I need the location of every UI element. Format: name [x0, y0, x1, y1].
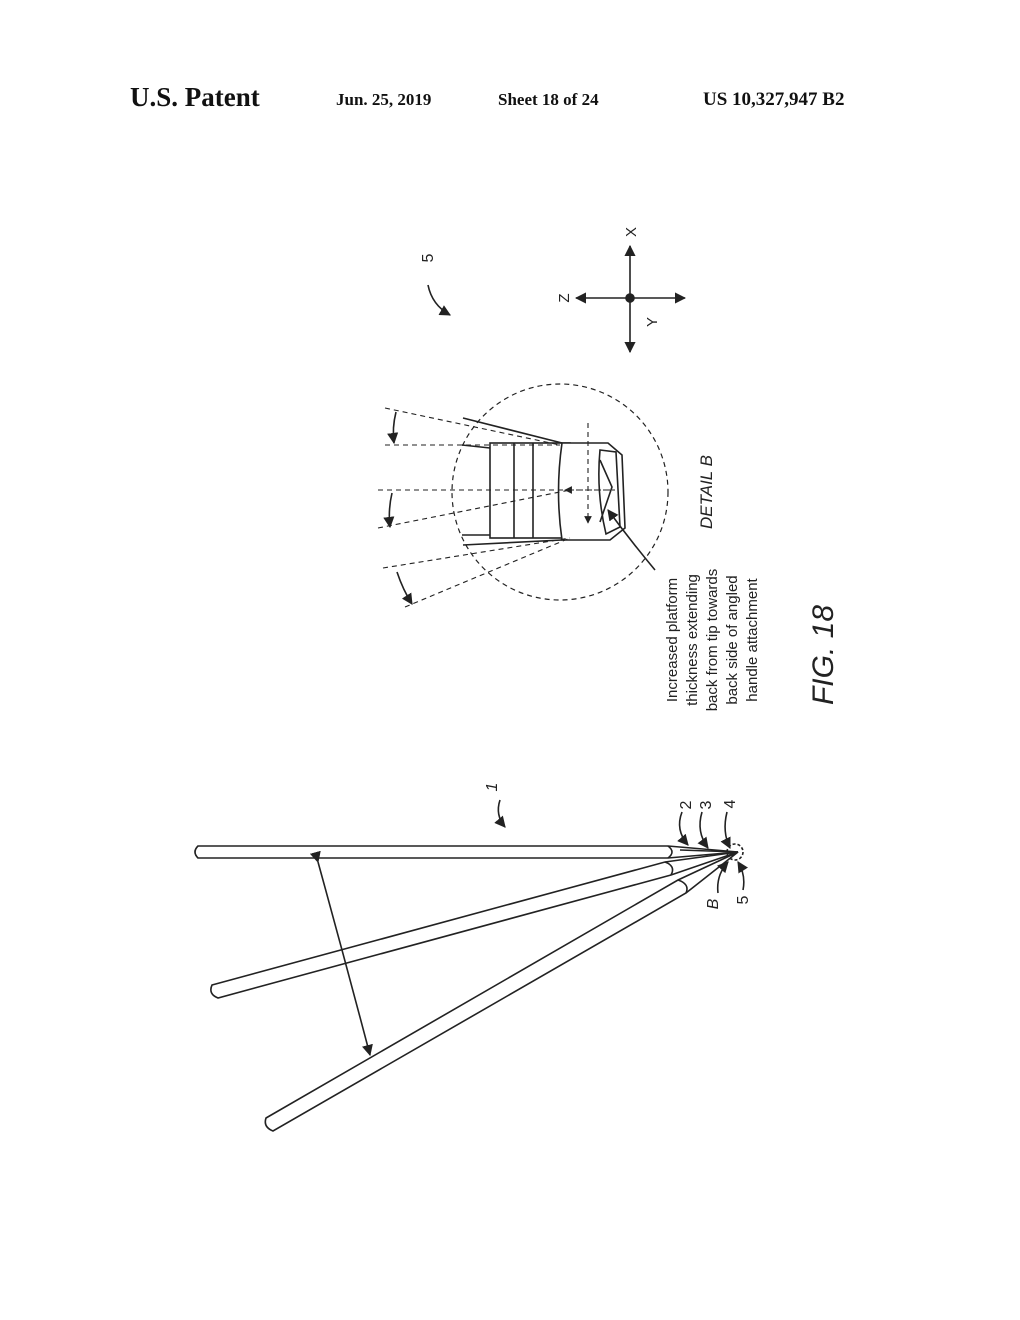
annotation-line: back from tip towards — [704, 569, 721, 712]
annotation-line: back side of angled — [724, 575, 741, 704]
tool-handle-vertical-position — [194, 845, 739, 859]
axis-label-y: Y — [644, 317, 661, 327]
ref-numeral-1: 1 — [484, 783, 501, 792]
ref-numeral-3: 3 — [698, 800, 715, 809]
detail-b-view — [377, 383, 669, 608]
header-brand: U.S. Patent — [130, 82, 260, 112]
annotation-line: thickness extending — [684, 574, 701, 706]
header-date: Jun. 25, 2019 — [336, 90, 432, 109]
ref-detail-b: B — [705, 898, 722, 909]
annotation-line: Increased platform — [664, 578, 681, 702]
header-sheet: Sheet 18 of 24 — [498, 90, 599, 109]
annotation-line: handle attachment — [744, 577, 761, 701]
figure-title: FIG. 18 — [807, 605, 840, 705]
ref-numeral-5-detail: 5 — [420, 253, 437, 262]
ref-numeral-4: 4 — [722, 799, 739, 808]
axis-indicator — [574, 244, 687, 354]
axis-label-x: X — [623, 227, 640, 237]
tool-handle-mid-position — [210, 851, 739, 999]
header-patent-number: US 10,327,947 B2 — [703, 89, 845, 110]
tool-handle-angled-position — [264, 851, 739, 1132]
rotation-arc-arrow — [309, 850, 373, 1057]
ref-numeral-5-tip: 5 — [735, 895, 752, 904]
detail-b-label: DETAIL B — [697, 455, 716, 529]
detail-b-callout-circle — [726, 843, 744, 861]
ref-numeral-2: 2 — [678, 800, 695, 809]
axis-label-z: Z — [556, 293, 573, 302]
